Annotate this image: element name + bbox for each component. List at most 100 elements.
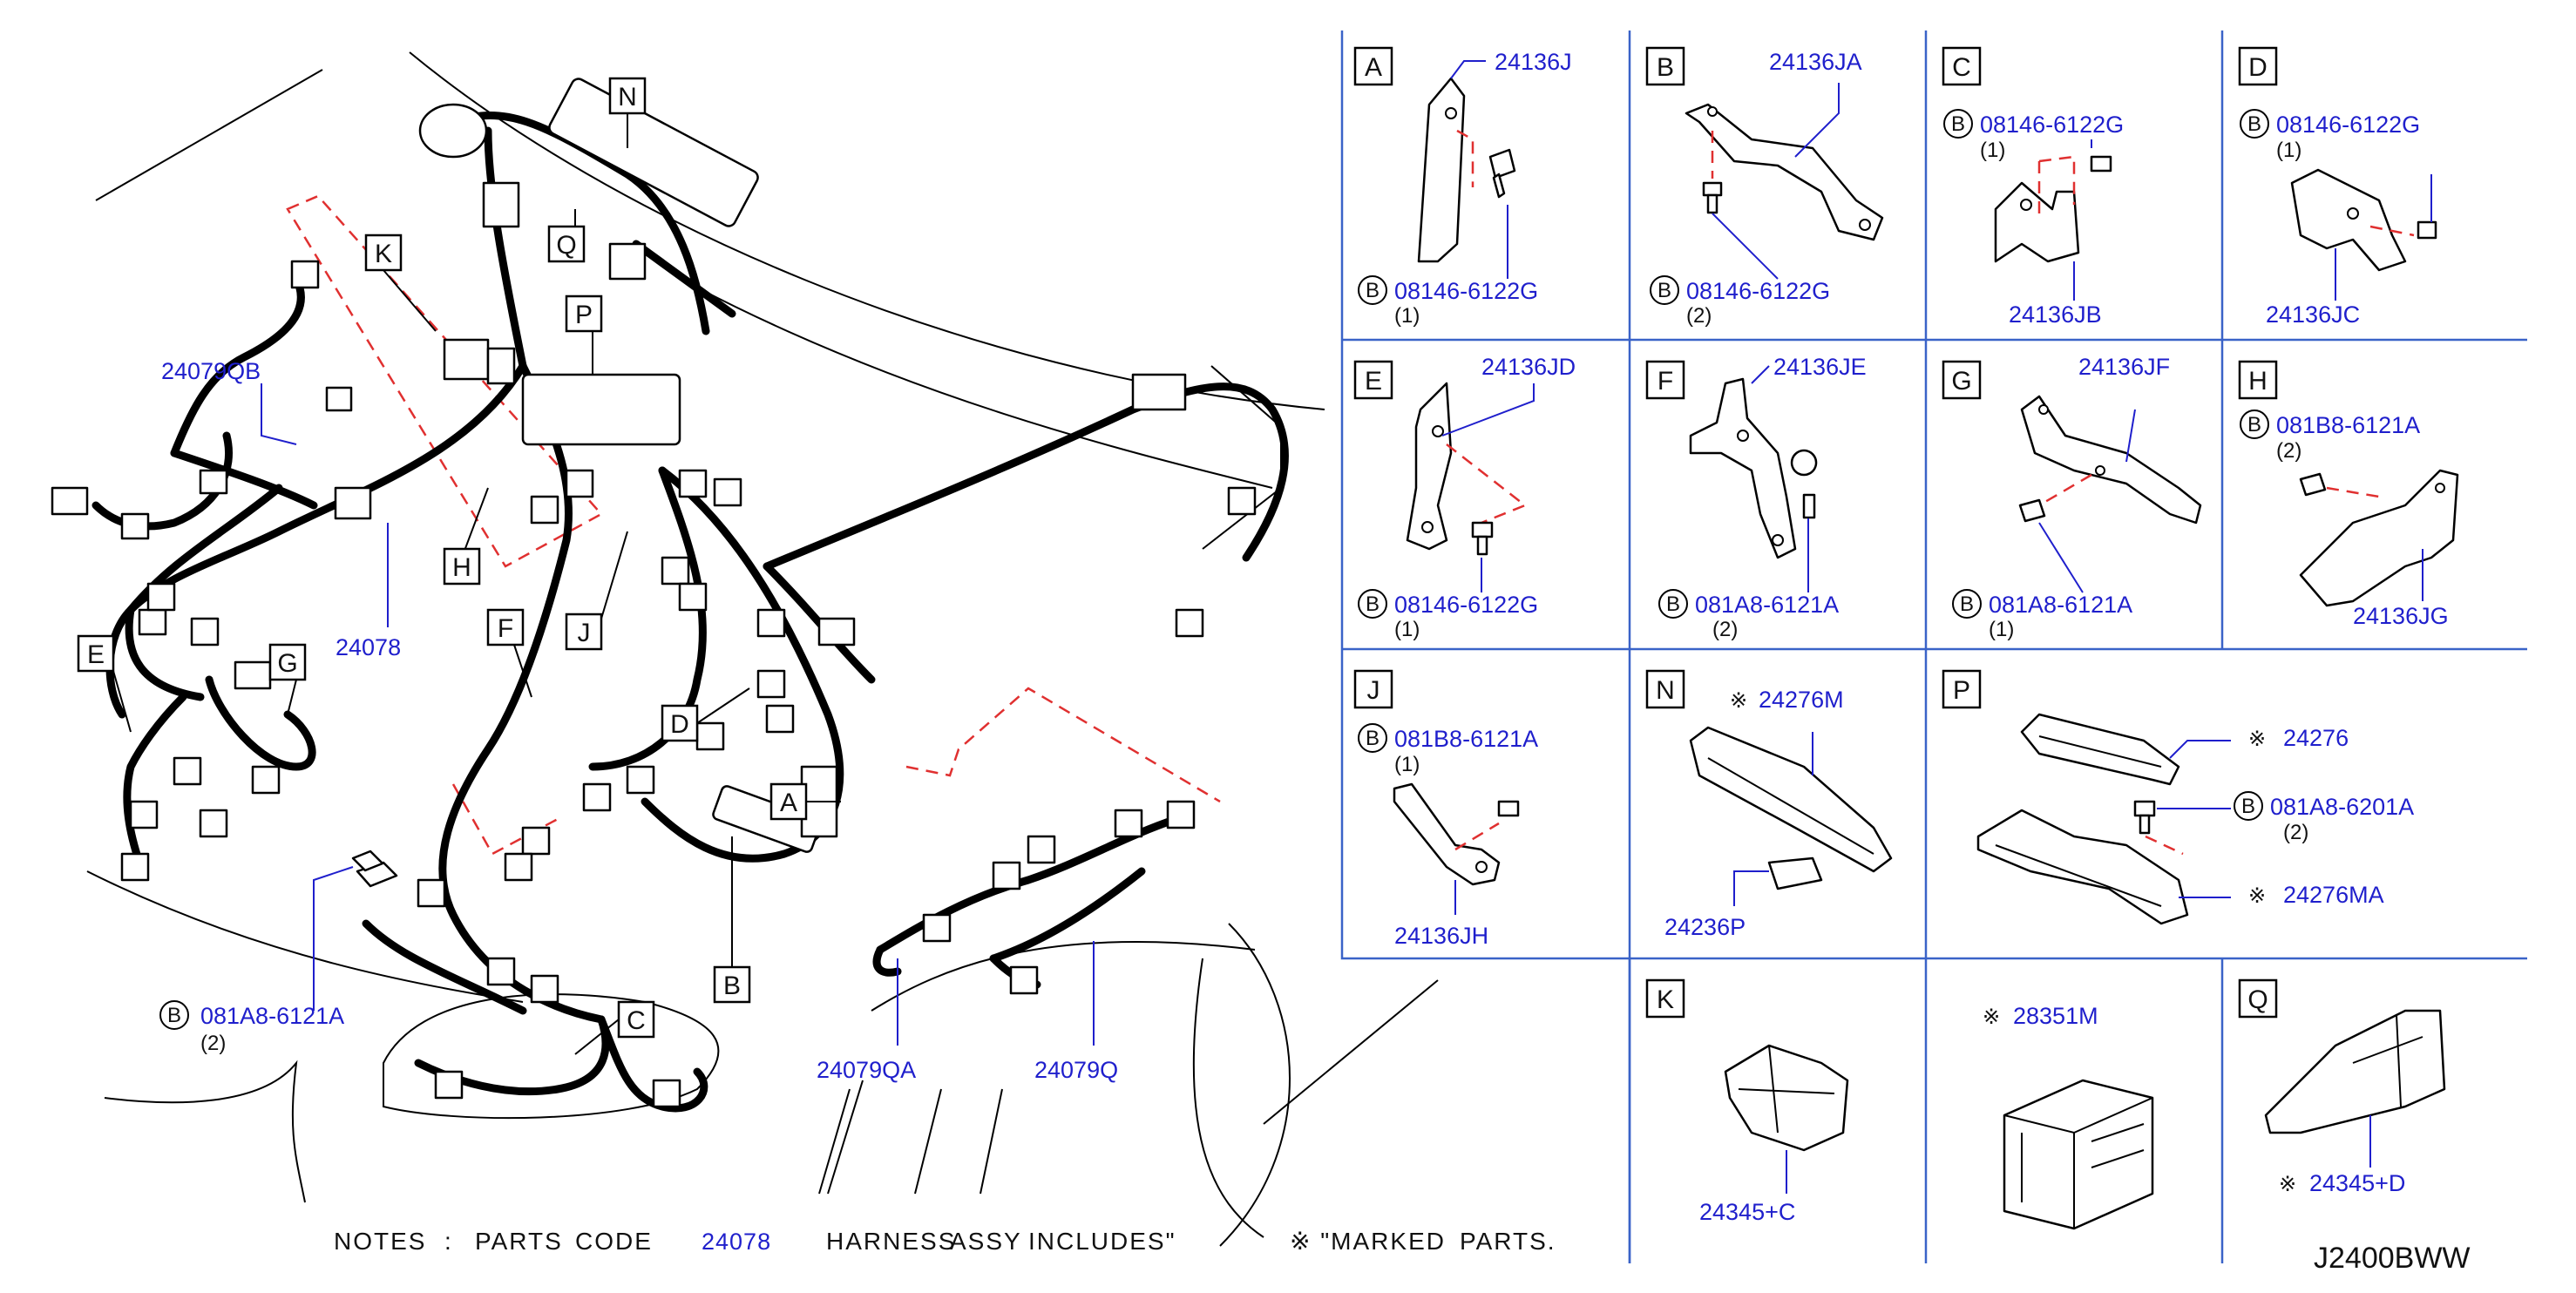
svg-text:B: B bbox=[1960, 592, 1974, 616]
panel-G-letter: G bbox=[1951, 367, 1971, 396]
svg-text:B: B bbox=[1366, 727, 1380, 750]
panel-H-qty: (2) bbox=[2276, 439, 2301, 463]
panel-J-part: 24136JH bbox=[1394, 923, 1488, 949]
panel-Q-letter: Q bbox=[2247, 985, 2268, 1014]
panel-H-part: 24136JG bbox=[2353, 603, 2449, 629]
panel-G-qty: (1) bbox=[1989, 618, 2014, 641]
panel-B-qty: (2) bbox=[1686, 304, 1712, 328]
panel-N: N ※ 24276M 24236P bbox=[1645, 669, 1893, 940]
panel-Q-part: 24345+D bbox=[2309, 1170, 2405, 1196]
notes-label: NOTES bbox=[334, 1228, 426, 1255]
svg-text:B: B bbox=[1951, 112, 1965, 136]
panel-J-letter: J bbox=[1367, 676, 1380, 705]
panel-D-letter: D bbox=[2248, 53, 2268, 82]
panel-Q-mark: ※ bbox=[2279, 1173, 2296, 1196]
panel-28351M: ※ 28351M bbox=[1983, 1003, 2154, 1230]
panel-N-letter: N bbox=[1656, 676, 1675, 705]
panel-A-qty: (1) bbox=[1394, 304, 1420, 328]
panel-J-qty: (1) bbox=[1394, 753, 1420, 776]
callout-box-G bbox=[268, 643, 307, 681]
drawing-reference: J2400BWW bbox=[2314, 1242, 2471, 1275]
panel-J: J B 081B8-6121A (1) 24136JH bbox=[1353, 669, 1538, 949]
callout-box-D bbox=[661, 704, 699, 742]
part-label-24079QA: 24079QA bbox=[817, 1057, 916, 1083]
panel-C-qty: (1) bbox=[1980, 139, 2005, 162]
callout-box-J bbox=[565, 613, 603, 651]
bolt-qty: (2) bbox=[200, 1032, 226, 1055]
callout-box-A bbox=[769, 782, 808, 821]
callout-box-E bbox=[77, 634, 115, 673]
panel-M-part: 28351M bbox=[2013, 1003, 2098, 1029]
callout-C: C bbox=[627, 1006, 646, 1035]
panel-C-bolt: 08146-6122G bbox=[1980, 112, 2124, 138]
panel-A: A 24136J B 08146-6122G (1) bbox=[1353, 46, 1572, 328]
notes-code: CODE bbox=[575, 1228, 653, 1255]
bolt-b-mark: B bbox=[167, 1004, 181, 1027]
panel-H-letter: H bbox=[2248, 367, 2268, 396]
callout-A: A bbox=[780, 789, 797, 817]
notes-line: NOTES : PARTS CODE 24078 HARNESS ASSY IN… bbox=[334, 1228, 1555, 1255]
svg-text:B: B bbox=[1666, 592, 1680, 616]
callout-box-N bbox=[608, 77, 647, 115]
detail-panel-grid bbox=[1340, 30, 2527, 1263]
notes-assy: ASSY bbox=[950, 1228, 1022, 1255]
panel-G-bolt: 081A8-6121A bbox=[1989, 592, 2132, 618]
notes-code-value: 24078 bbox=[702, 1229, 771, 1255]
svg-text:B: B bbox=[1657, 279, 1671, 302]
callout-Q: Q bbox=[556, 231, 576, 260]
engine-room-illustration: N Q K P H J F E G D A B bbox=[51, 51, 1439, 1247]
callout-P: P bbox=[575, 301, 593, 329]
svg-text:B: B bbox=[2247, 413, 2261, 437]
part-label-24079Q: 24079Q bbox=[1034, 1057, 1118, 1083]
panel-D-part: 24136JC bbox=[2266, 301, 2360, 328]
panel-K-letter: K bbox=[1657, 985, 1674, 1014]
notes-harness: HARNESS bbox=[826, 1228, 956, 1255]
callout-box-H bbox=[443, 547, 481, 586]
panel-P-bolt: 081A8-6201A bbox=[2270, 794, 2414, 820]
panel-F-part: 24136JE bbox=[1773, 354, 1867, 380]
panel-K-part: 24345+C bbox=[1699, 1199, 1795, 1225]
panel-N-part: 24276M bbox=[1759, 687, 1844, 713]
notes-marked: ※ "MARKED bbox=[1290, 1228, 1446, 1255]
panel-G-part: 24136JF bbox=[2078, 354, 2170, 380]
callout-G: G bbox=[277, 649, 297, 678]
part-label-24078: 24078 bbox=[336, 634, 401, 660]
svg-text:B: B bbox=[1366, 592, 1380, 616]
panel-P-mark1: ※ bbox=[2248, 728, 2266, 751]
panel-H-bolt: 081B8-6121A bbox=[2276, 412, 2420, 438]
panel-P-qty: (2) bbox=[2283, 821, 2308, 844]
panel-G: G 24136JF B 081A8-6121A (1) bbox=[1942, 354, 2202, 641]
panel-B-bolt: 08146-6122G bbox=[1686, 278, 1830, 304]
panel-D: D B 08146-6122G (1) 24136JC bbox=[2238, 46, 2437, 328]
callout-F: F bbox=[498, 614, 513, 643]
panel-C: C B 08146-6122G (1) 24136JB bbox=[1942, 46, 2124, 328]
svg-text:B: B bbox=[2241, 795, 2255, 818]
panel-A-bolt: 08146-6122G bbox=[1394, 278, 1538, 304]
panel-P-part: 24276 bbox=[2283, 725, 2349, 751]
panel-E-letter: E bbox=[1365, 367, 1382, 396]
panel-M-mark: ※ bbox=[1983, 1005, 2000, 1029]
callout-box-C bbox=[617, 1000, 655, 1039]
panel-B-part: 24136JA bbox=[1769, 49, 1862, 75]
panel-E-bolt: 08146-6122G bbox=[1394, 592, 1538, 618]
callout-box-K bbox=[364, 234, 403, 272]
panel-E-qty: (1) bbox=[1394, 618, 1420, 641]
panel-A-part: 24136J bbox=[1495, 49, 1572, 75]
callout-box-B bbox=[713, 965, 751, 1004]
panel-P-part2: 24276MA bbox=[2283, 882, 2384, 908]
panel-F-qty: (2) bbox=[1712, 618, 1738, 641]
callout-J: J bbox=[578, 619, 591, 647]
panel-P-mark2: ※ bbox=[2248, 884, 2266, 908]
panel-F-letter: F bbox=[1657, 367, 1673, 396]
panel-K: K 24345+C bbox=[1645, 978, 1849, 1225]
panel-C-letter: C bbox=[1952, 53, 1971, 82]
panel-A-letter: A bbox=[1365, 53, 1382, 82]
panel-F: F 24136JE B 081A8-6121A (2) bbox=[1645, 354, 1867, 641]
callout-K: K bbox=[375, 240, 392, 268]
panel-P-letter: P bbox=[1953, 676, 1970, 705]
notes-parts: PARTS bbox=[475, 1228, 563, 1255]
panel-B-letter: B bbox=[1657, 53, 1674, 82]
panel-N-part2: 24236P bbox=[1664, 914, 1746, 940]
panel-D-bolt: 08146-6122G bbox=[2276, 112, 2420, 138]
